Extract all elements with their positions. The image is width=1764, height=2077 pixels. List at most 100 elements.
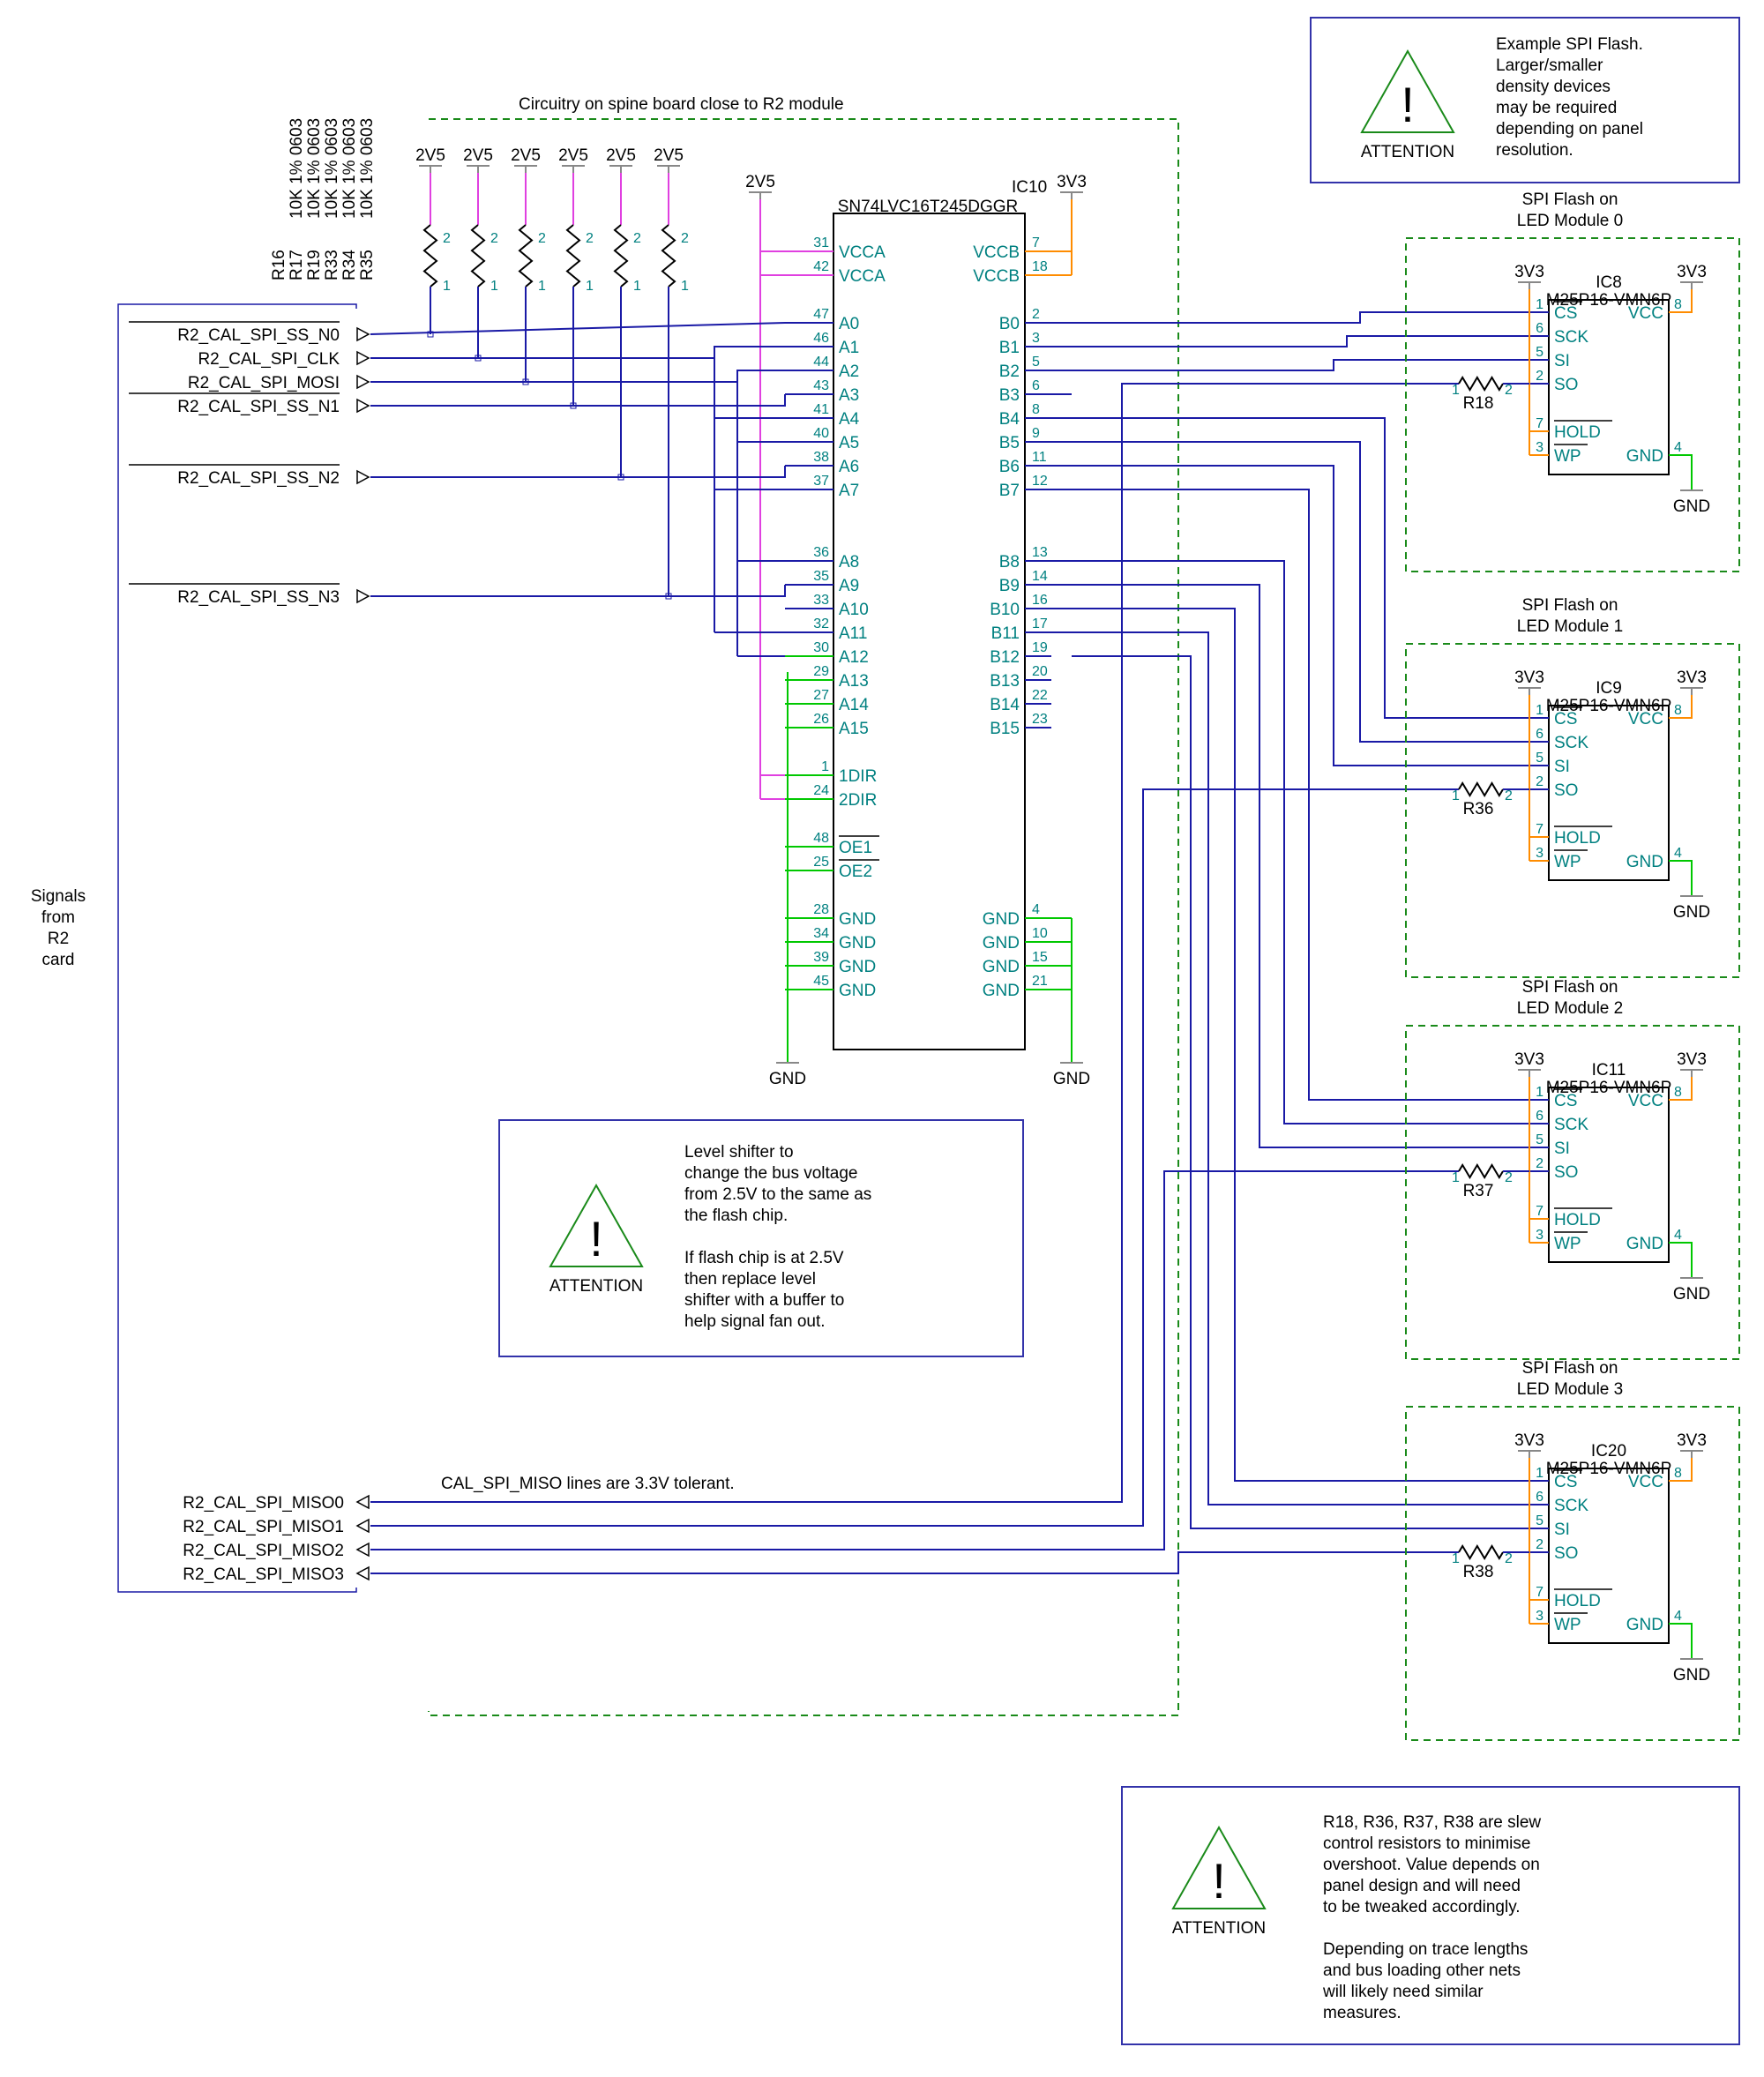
attention-note-line: from 2.5V to the same as xyxy=(684,1185,871,1204)
wire-b-route xyxy=(1072,584,1529,1148)
attention-note-line: help signal fan out. xyxy=(684,1312,826,1331)
flash-pin-number: 5 xyxy=(1536,1132,1544,1147)
ic10-pin-number: 3 xyxy=(1032,331,1040,346)
flash-vcc-wire xyxy=(1669,289,1693,313)
side-label-line: R2 xyxy=(48,930,69,948)
attention-note-2-triangle-icon xyxy=(1171,1825,1267,1909)
flash-pin-number: 6 xyxy=(1536,1109,1544,1124)
flash-pin-name: SO xyxy=(1554,1544,1578,1563)
flash-ic-body xyxy=(1548,1087,1670,1263)
input-port-label: R2_CAL_SPI_MOSI xyxy=(188,374,340,392)
ic10-pin-name: B10 xyxy=(990,601,1020,619)
flash-module-title: SPI Flash on xyxy=(1522,978,1618,997)
spine-region-mask xyxy=(415,123,441,1711)
ic10-pin-name: A11 xyxy=(839,624,867,643)
pullup-supply-0-label: 2V5 xyxy=(415,146,445,165)
flash-ic-part: M25P16-VMN6P xyxy=(1546,697,1672,715)
ic10-pin-number: 34 xyxy=(813,926,829,941)
ic10-pin-number: 11 xyxy=(1032,450,1047,465)
flash-ic-ref: IC20 xyxy=(1591,1442,1626,1461)
wire-b-route xyxy=(1072,560,1529,1124)
ic10-pin-name: A1 xyxy=(839,339,859,357)
slew-resistor-icon xyxy=(1458,1163,1504,1179)
flash-pin-name: VCC xyxy=(1628,304,1663,323)
signal-source-bracket xyxy=(117,303,357,1593)
flash-pin-name: WP xyxy=(1554,447,1581,466)
slew-resistor-ref: R37 xyxy=(1463,1182,1494,1200)
resistor-pin-label: 2 xyxy=(1505,383,1513,398)
flash-pin-name: SO xyxy=(1554,781,1578,800)
attention-note-line: shifter with a buffer to xyxy=(684,1291,844,1310)
flash-pin-number: 6 xyxy=(1536,1490,1544,1505)
wire-ss-n2 xyxy=(370,466,786,478)
flash-pin-number: 7 xyxy=(1536,822,1544,837)
slew-resistor-icon xyxy=(1458,1544,1504,1560)
input-port-label: R2_CAL_SPI_CLK xyxy=(198,350,340,369)
attention-note-line: the flash chip. xyxy=(684,1207,788,1225)
wire-mosi xyxy=(370,370,785,383)
flash-module-title: LED Module 2 xyxy=(1517,999,1623,1018)
flash-ic-body xyxy=(1548,299,1670,475)
wire-clk xyxy=(370,346,785,359)
flash-gnd-label: GND xyxy=(1673,1666,1710,1685)
attention-note-line: will likely need similar xyxy=(1322,1983,1484,2001)
resistor-pin-label: 2 xyxy=(490,231,498,246)
flash-pin-name: GND xyxy=(1626,1235,1663,1253)
input-port-label: R2_CAL_SPI_SS_N3 xyxy=(177,588,340,607)
ic10-pin-name: A0 xyxy=(839,315,859,333)
flash-pin-name: SI xyxy=(1554,352,1570,370)
flash-supply-left-label: 3V3 xyxy=(1514,263,1544,281)
attention-note-line: If flash chip is at 2.5V xyxy=(684,1249,844,1267)
flash-ic-ref: IC8 xyxy=(1596,273,1622,292)
attention-note-line: Level shifter to xyxy=(684,1143,794,1162)
resistor-pin-label: 1 xyxy=(538,279,546,294)
ic10-pin-name: 1DIR xyxy=(839,767,877,786)
flash-ic-part: M25P16-VMN6P xyxy=(1546,1460,1672,1478)
ic10-pin-number: 8 xyxy=(1032,402,1040,417)
resistor-pin-label: 1 xyxy=(1452,788,1460,803)
pullup-resistor-0 xyxy=(422,224,438,288)
ic10-pin-number: 16 xyxy=(1032,593,1048,608)
output-port-arrow-icon xyxy=(355,1565,370,1581)
ic10-pin-name: B9 xyxy=(999,577,1020,595)
ic10-pin-name: B12 xyxy=(990,648,1020,667)
flash-pin-name: VCC xyxy=(1628,1473,1663,1491)
flash-pin-number: 5 xyxy=(1536,1513,1544,1528)
ic10-pin-name: 2DIR xyxy=(839,791,877,810)
output-port-label: R2_CAL_SPI_MISO1 xyxy=(183,1518,344,1536)
flash-pin-name: CS xyxy=(1554,710,1577,728)
flash-pin-name: SI xyxy=(1554,1139,1570,1158)
flash-pin-number: 6 xyxy=(1536,727,1544,742)
ic10-vcca-supply-label: 2V5 xyxy=(745,173,775,191)
resistor-pin-label: 1 xyxy=(1452,1551,1460,1566)
ic10-pin-name: GND xyxy=(839,934,876,953)
flash-pin-name: WP xyxy=(1554,1235,1581,1253)
ic10-pin-number: 45 xyxy=(813,974,829,989)
wire-b-route xyxy=(1072,631,1529,1505)
ic10-pin-name: A14 xyxy=(839,696,869,714)
wire-miso-2 xyxy=(370,1170,1459,1550)
flash-pin-number: 2 xyxy=(1536,1156,1544,1171)
ic10-pin-number: 20 xyxy=(1032,664,1048,679)
input-port-arrow-icon xyxy=(356,374,370,390)
flash-ic-part: M25P16-VMN6P xyxy=(1546,1079,1672,1097)
ic10-pin-name: GND xyxy=(983,910,1020,929)
flash-pin-name: VCC xyxy=(1628,710,1663,728)
ic10-pin-number: 7 xyxy=(1032,235,1040,250)
resistor-pin-label: 1 xyxy=(1452,383,1460,398)
flash-pin-number: 1 xyxy=(1536,1085,1544,1100)
flash-module-frame xyxy=(1405,643,1740,978)
ic10-pin-name: B6 xyxy=(999,458,1020,476)
ic10-pin-number: 33 xyxy=(813,593,829,608)
ic10-pin-number: 29 xyxy=(813,664,829,679)
flash-pin-name: GND xyxy=(1626,447,1663,466)
ic10-pin-number: 13 xyxy=(1032,545,1048,560)
attention-note-line: Example SPI Flash. xyxy=(1496,35,1643,54)
attention-note-0-triangle-icon xyxy=(1360,49,1455,133)
wire-b-route xyxy=(1072,608,1529,1482)
wire-b-route xyxy=(1072,311,1529,324)
